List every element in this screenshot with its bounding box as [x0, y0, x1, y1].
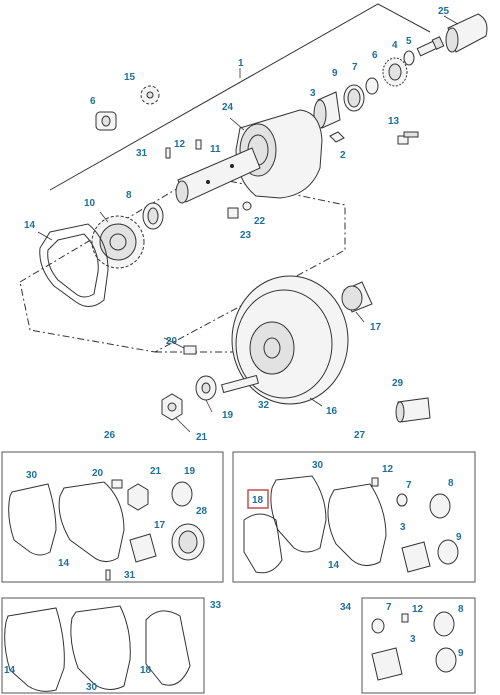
- callout-k27-8: 8: [448, 478, 454, 489]
- part-5-bolt: [416, 36, 445, 57]
- callout-k26-19: 19: [184, 466, 196, 477]
- callout-6b: 6: [90, 96, 96, 107]
- assembly-bracket-lines: [49, 3, 431, 191]
- part-21-nut: [161, 393, 183, 421]
- part-16-pulley: [231, 275, 349, 405]
- callout-k34-12: 12: [412, 604, 424, 615]
- callout-k34-7: 7: [386, 602, 392, 613]
- part-12-pin: [195, 139, 202, 150]
- part-7-washer: [365, 77, 379, 95]
- callout-31: 31: [136, 148, 148, 159]
- part-17-cup: [341, 281, 373, 313]
- callout-19: 19: [222, 410, 234, 421]
- part-2-nut: [329, 131, 345, 143]
- callout-k26-28: 28: [196, 506, 208, 517]
- callout-k26-21: 21: [150, 466, 162, 477]
- part-9-race: [343, 84, 365, 112]
- callout-labels: 25 1 15 9 7 6 4 5 6 3 24 13 12 31 11 2 8…: [4, 6, 464, 693]
- part-8-washer: [142, 202, 164, 230]
- callout-k27-14: 14: [328, 560, 340, 571]
- callout-1: 1: [238, 58, 244, 69]
- callout-k34-9: 9: [458, 648, 464, 659]
- callout-2: 2: [340, 150, 346, 161]
- callout-15: 15: [124, 72, 136, 83]
- callout-7: 7: [352, 62, 358, 73]
- callout-k27-3: 3: [400, 522, 406, 533]
- callout-k27-30: 30: [312, 460, 324, 471]
- callout-k26-20: 20: [92, 468, 104, 479]
- callout-13: 13: [388, 116, 400, 127]
- kit-34-contents: [371, 611, 457, 681]
- callout-23: 23: [240, 230, 252, 241]
- callout-k34-3: 3: [410, 634, 416, 645]
- leader-lines: [37, 15, 459, 433]
- part-6-cylinder: [95, 111, 117, 131]
- callout-k27-18: 18: [252, 495, 264, 506]
- callout-k34-8: 8: [458, 604, 464, 615]
- callout-25: 25: [438, 6, 450, 17]
- kit-33-contents: [4, 605, 191, 692]
- callout-17: 17: [370, 322, 382, 333]
- part-10-gear: [91, 215, 145, 269]
- callout-k26-14: 14: [58, 558, 70, 569]
- part-20-key: [183, 345, 197, 355]
- part-29-bushing: [395, 397, 431, 423]
- callout-k27-9: 9: [456, 532, 462, 543]
- callout-k26-17: 17: [154, 520, 166, 531]
- part-23-bolt: [227, 207, 239, 219]
- callout-12: 12: [174, 139, 186, 150]
- kit-26-contents: [8, 479, 205, 581]
- callout-kit-27: 27: [354, 430, 366, 441]
- callout-k26-31: 31: [124, 570, 136, 581]
- callout-k27-12: 12: [382, 464, 394, 475]
- callout-14: 14: [24, 220, 36, 231]
- callout-11: 11: [210, 144, 221, 155]
- kit-27-contents: [243, 475, 459, 574]
- callout-6: 6: [372, 50, 378, 61]
- part-31-pin: [165, 147, 171, 159]
- callout-5: 5: [406, 36, 412, 47]
- callout-16: 16: [326, 406, 338, 417]
- callout-9: 9: [332, 68, 338, 79]
- kit-27-highlight: [247, 489, 269, 509]
- callout-4: 4: [392, 40, 398, 51]
- part-32-bolt: [220, 374, 260, 394]
- callout-24: 24: [222, 102, 234, 113]
- part-15-star: [140, 85, 160, 105]
- callout-21: 21: [196, 432, 208, 443]
- callout-kit-26: 26: [104, 430, 116, 441]
- part-6-gear: [382, 57, 408, 87]
- callout-22: 22: [254, 216, 266, 227]
- callout-8: 8: [126, 190, 132, 201]
- part-3-bearing: [313, 91, 341, 129]
- callout-32: 32: [258, 400, 270, 411]
- callout-3: 3: [310, 88, 316, 99]
- part-19-washer: [195, 375, 217, 401]
- kit-33-box: [1, 597, 205, 694]
- part-4-washer: [403, 50, 415, 66]
- callout-kit-34: 34: [340, 602, 352, 613]
- part-22-washer: [242, 201, 252, 211]
- callout-k33-18: 18: [140, 665, 152, 676]
- callout-k33-30: 30: [86, 682, 98, 693]
- callout-kit-33: 33: [210, 600, 222, 611]
- callout-29: 29: [392, 378, 404, 389]
- part-14-gasket: [39, 223, 109, 307]
- callout-k33-14: 14: [4, 665, 16, 676]
- dashed-flange-outline: [19, 174, 346, 353]
- part-25-sleeve: [445, 13, 488, 53]
- part-11-shaft: [175, 147, 261, 204]
- callout-k26-30: 30: [26, 470, 38, 481]
- part-13-bolt: [397, 131, 419, 145]
- callout-10: 10: [84, 198, 96, 209]
- callout-k27-7: 7: [406, 480, 412, 491]
